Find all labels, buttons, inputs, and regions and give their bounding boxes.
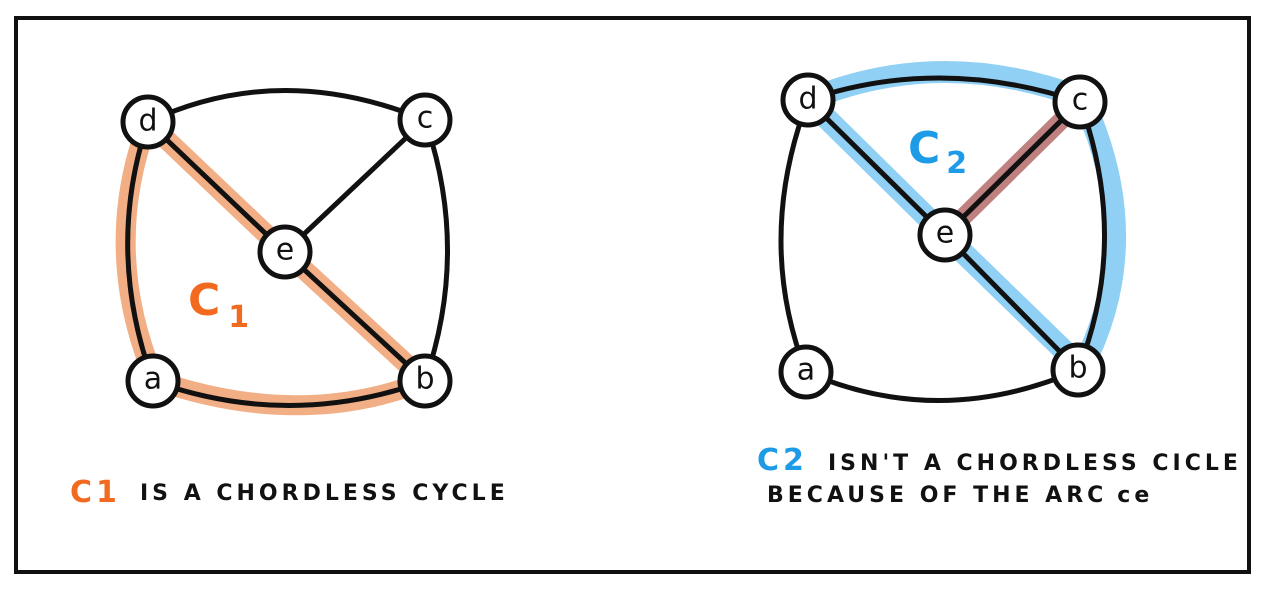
caption-c1: C bbox=[70, 475, 92, 510]
node-a: a bbox=[778, 344, 834, 400]
node-b: b bbox=[397, 353, 453, 409]
node-a: a bbox=[125, 353, 181, 409]
svg-text:d: d bbox=[798, 82, 817, 117]
svg-text:C1: C1 bbox=[70, 475, 117, 510]
node-e: e bbox=[257, 224, 313, 280]
svg-text:a: a bbox=[144, 362, 162, 397]
svg-text:e: e bbox=[936, 216, 954, 251]
node-e: e bbox=[917, 207, 973, 263]
edge-d-e bbox=[146, 120, 287, 254]
node-d: d bbox=[780, 72, 836, 128]
edge-d-e bbox=[806, 98, 947, 237]
edge-a-d bbox=[125, 121, 156, 382]
edge-a-d bbox=[778, 99, 811, 373]
svg-text:C2: C2 bbox=[757, 443, 804, 478]
svg-text:a: a bbox=[797, 353, 815, 388]
edge-d-c bbox=[146, 88, 426, 125]
edge-e-b bbox=[943, 233, 1080, 372]
svg-text:c: c bbox=[417, 101, 434, 136]
caption-c2-line2: BECAUSE OF THE ARC bbox=[767, 483, 1107, 508]
caption-arc-ce: ce bbox=[1117, 483, 1153, 508]
caption-c1-text: IS A CHORDLESS CYCLE bbox=[140, 481, 509, 506]
edge-e-b bbox=[283, 250, 427, 383]
svg-text:b: b bbox=[1068, 351, 1087, 386]
edge-c-b bbox=[1075, 101, 1107, 371]
edge-e-c bbox=[943, 100, 1082, 237]
edge-e-c bbox=[283, 118, 427, 254]
edge-b-a bbox=[805, 367, 1079, 403]
svg-text:b: b bbox=[415, 362, 434, 397]
caption-c2-line1: ISN'T A CHORDLESS CICLE bbox=[828, 451, 1242, 476]
caption-c2: C bbox=[757, 443, 779, 478]
node-c: c bbox=[397, 92, 453, 148]
svg-text:c: c bbox=[1072, 83, 1089, 118]
edge-b-a bbox=[152, 378, 426, 408]
edge-d-c bbox=[807, 75, 1081, 105]
edge-c-b bbox=[422, 119, 450, 382]
diagram-frame bbox=[14, 16, 1251, 574]
svg-text:e: e bbox=[276, 233, 294, 268]
node-b: b bbox=[1050, 342, 1106, 398]
svg-text:d: d bbox=[138, 104, 157, 139]
node-d: d bbox=[120, 94, 176, 150]
node-c: c bbox=[1052, 74, 1108, 130]
